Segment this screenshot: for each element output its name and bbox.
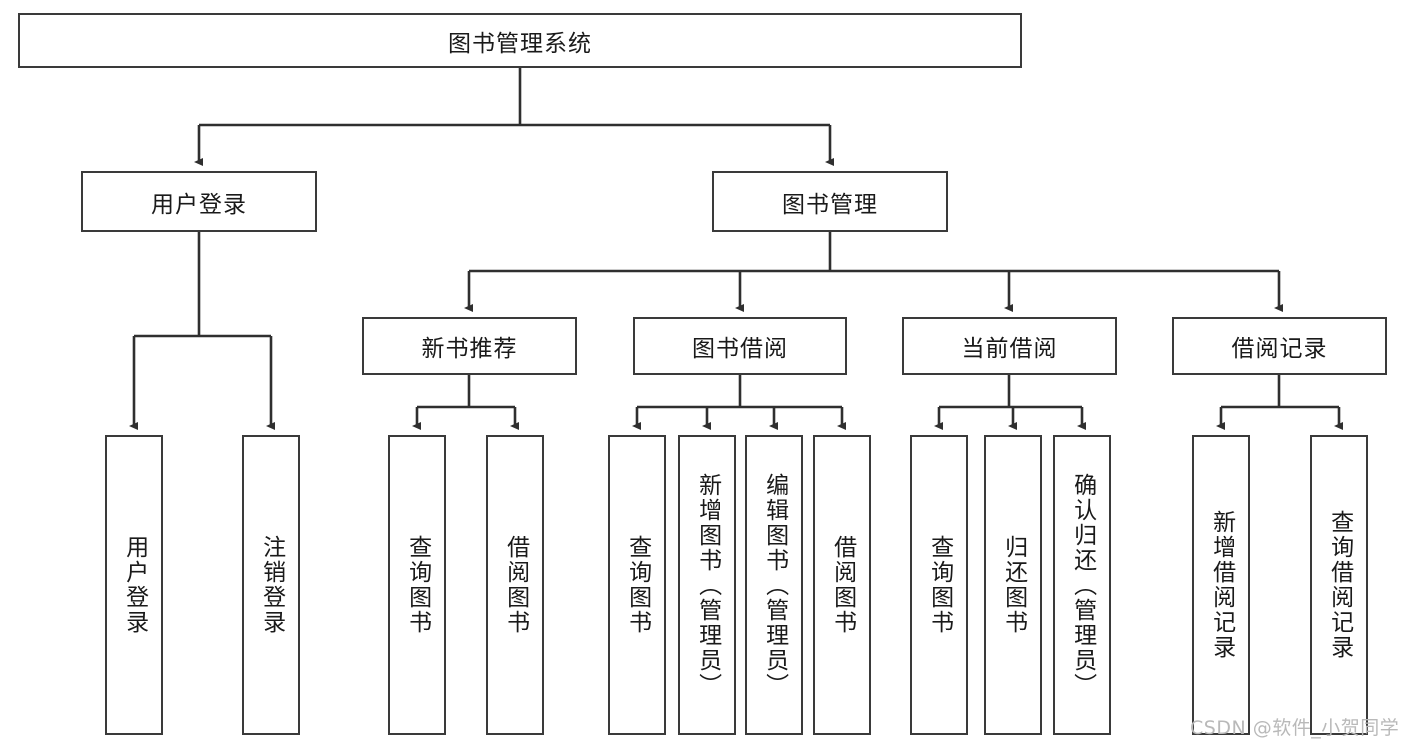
node-leaf-borrow-book[interactable]: 借阅图书	[813, 435, 871, 735]
node-leaf-return-book[interactable]: 归还图书	[984, 435, 1042, 735]
node-leaf-query-book-current[interactable]: 查询图书	[910, 435, 968, 735]
node-borrow-record-label: 借阅记录	[1231, 336, 1328, 362]
node-leaf-edit-book[interactable]: 编辑图书（管理员）	[745, 435, 803, 735]
node-leaf-user-login-label: 用户登录	[121, 535, 148, 635]
node-user-login[interactable]: 用户登录	[81, 171, 317, 232]
node-leaf-edit-book-label: 编辑图书（管理员）	[761, 472, 788, 698]
node-leaf-return-book-label: 归还图书	[1000, 535, 1027, 635]
node-book-management[interactable]: 图书管理	[712, 171, 948, 232]
node-leaf-query-book-new[interactable]: 查询图书	[388, 435, 446, 735]
node-leaf-logout-label: 注销登录	[258, 535, 285, 635]
node-leaf-add-borrow-record[interactable]: 新增借阅记录	[1192, 435, 1250, 735]
node-leaf-borrow-book-label: 借阅图书	[829, 535, 856, 635]
node-book-borrow[interactable]: 图书借阅	[633, 317, 847, 375]
node-root-label: 图书管理系统	[448, 30, 592, 57]
watermark: CSDN @软件_小贺同学	[1190, 717, 1400, 739]
node-leaf-user-login[interactable]: 用户登录	[105, 435, 163, 735]
node-leaf-confirm-return[interactable]: 确认归还（管理员）	[1053, 435, 1111, 735]
node-user-login-label: 用户登录	[151, 191, 247, 218]
node-leaf-add-borrow-record-label: 新增借阅记录	[1208, 510, 1235, 660]
node-borrow-record[interactable]: 借阅记录	[1172, 317, 1387, 375]
node-leaf-query-borrow-record-label: 查询借阅记录	[1326, 510, 1353, 660]
node-leaf-borrow-book-new[interactable]: 借阅图书	[486, 435, 544, 735]
node-leaf-add-book[interactable]: 新增图书（管理员）	[678, 435, 736, 735]
node-leaf-query-borrow-record[interactable]: 查询借阅记录	[1310, 435, 1368, 735]
node-leaf-logout[interactable]: 注销登录	[242, 435, 300, 735]
node-current-borrow-label: 当前借阅	[961, 336, 1058, 362]
node-leaf-query-book-borrow-label: 查询图书	[624, 535, 651, 635]
node-new-book-recommend[interactable]: 新书推荐	[362, 317, 577, 375]
node-book-management-label: 图书管理	[782, 191, 878, 218]
node-root[interactable]: 图书管理系统	[18, 13, 1022, 68]
node-leaf-query-book-borrow[interactable]: 查询图书	[608, 435, 666, 735]
node-leaf-query-book-current-label: 查询图书	[926, 535, 953, 635]
node-new-book-recommend-label: 新书推荐	[421, 336, 518, 362]
node-leaf-query-book-new-label: 查询图书	[404, 535, 431, 635]
node-book-borrow-label: 图书借阅	[692, 336, 788, 362]
node-leaf-borrow-book-new-label: 借阅图书	[502, 535, 529, 635]
node-leaf-add-book-label: 新增图书（管理员）	[694, 472, 721, 698]
node-current-borrow[interactable]: 当前借阅	[902, 317, 1117, 375]
node-leaf-confirm-return-label: 确认归还（管理员）	[1069, 472, 1096, 698]
